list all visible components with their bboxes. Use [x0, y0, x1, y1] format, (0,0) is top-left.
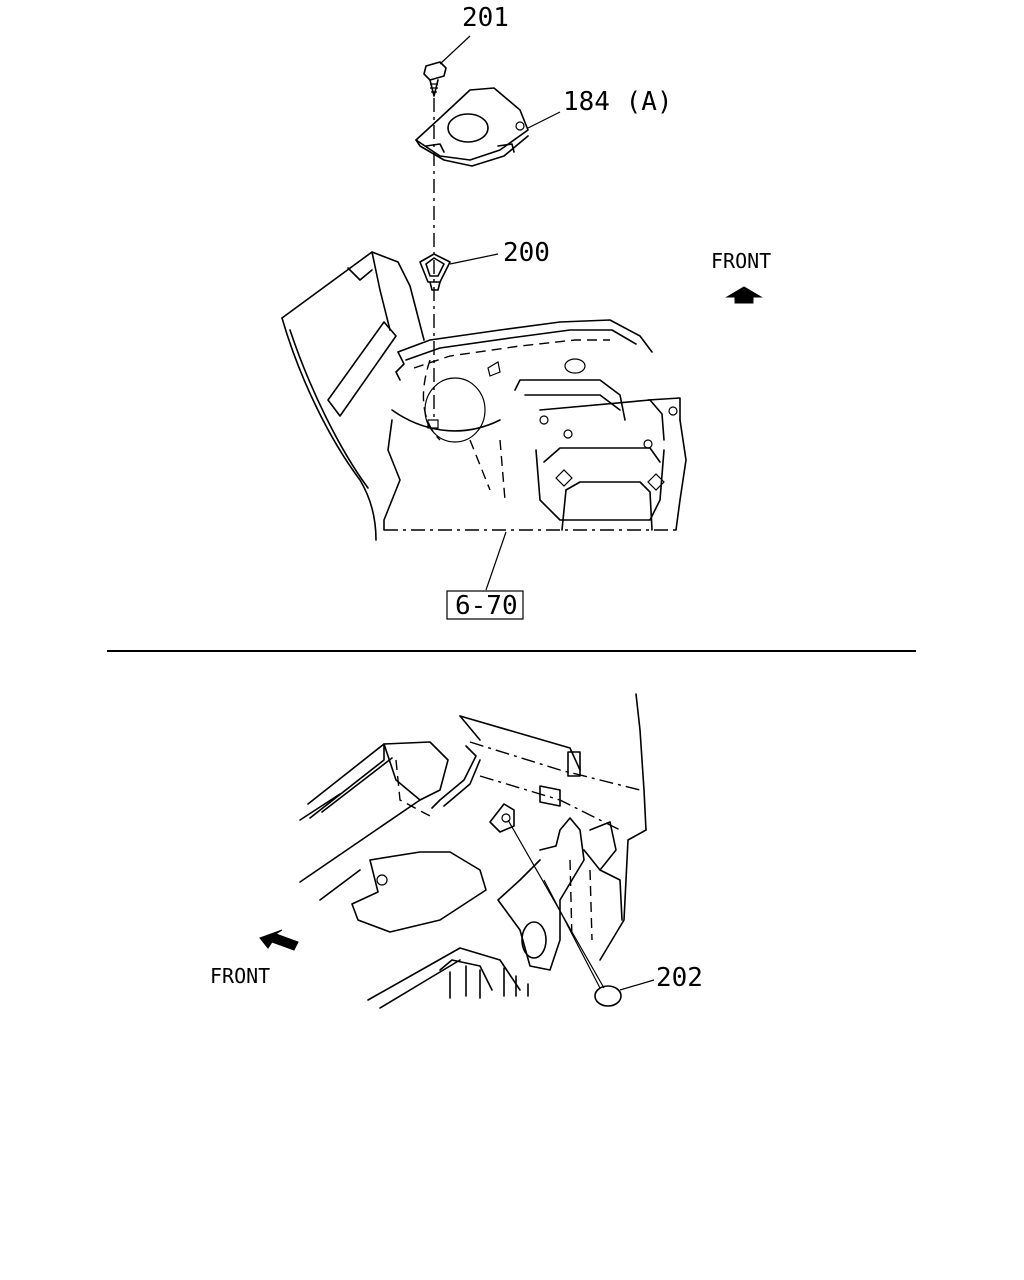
body-panel-left: [281, 251, 425, 541]
callout-201: 201: [462, 3, 509, 33]
front-arrow-up-icon: [725, 286, 763, 304]
clip-nut-200-part: [419, 253, 499, 291]
boss-bracket: [489, 803, 623, 971]
floor-panel: [383, 319, 687, 531]
ref-box: [446, 590, 524, 620]
callout-184a: 184 (A): [563, 87, 673, 117]
ref-box-label: 6-70: [455, 591, 518, 621]
bolt-201-part: [423, 35, 471, 97]
upper-view: 201 184 (A) 200 6-70 FRONT: [281, 3, 771, 621]
lower-view: 202 FRONT: [210, 693, 703, 1009]
floor-rails: [299, 715, 641, 883]
ref-leader: [485, 531, 507, 591]
callout-202: 202: [656, 963, 703, 993]
cross-member: [299, 793, 529, 1009]
front-arrow-down-left-icon: [259, 929, 299, 951]
plug-202-part: [507, 819, 655, 1007]
bracket-184a-part: [415, 87, 561, 167]
callout-200: 200: [503, 238, 550, 268]
front-label-lower: FRONT: [210, 964, 270, 988]
side-wall: [599, 693, 647, 961]
front-label-upper: FRONT: [711, 249, 771, 273]
